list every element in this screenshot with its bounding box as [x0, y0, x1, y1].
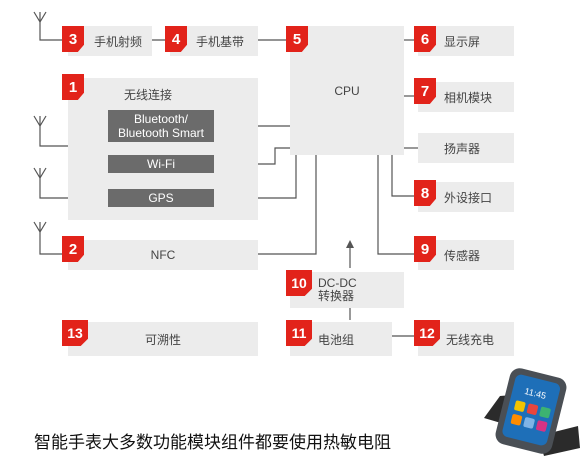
nfc-label: NFC [150, 248, 176, 262]
display-label: 显示屏 [444, 34, 481, 49]
wireless-charging-label: 无线充电 [446, 332, 495, 347]
display-badge: 6 [414, 26, 436, 52]
sensor-badge: 9 [414, 236, 436, 262]
cpu-badge: 5 [286, 26, 308, 52]
dcdc-badge: 10 [286, 270, 312, 296]
wifi-block: Wi-Fi [108, 155, 214, 173]
antenna-icons [33, 11, 47, 234]
camera-badge: 7 [414, 78, 436, 104]
gps-block: GPS [108, 189, 214, 207]
nfc-badge: 2 [62, 236, 84, 262]
dcdc-label: DC-DC 转换器 [318, 276, 357, 303]
traceability-badge: 13 [62, 320, 88, 346]
sensor-label: 传感器 [444, 248, 481, 263]
wireless-badge: 1 [62, 74, 84, 100]
speaker-block: 扬声器 [418, 133, 514, 163]
battery-label: 电池组 [318, 332, 355, 347]
smartwatch-image: 11:45 [484, 368, 580, 456]
bluetooth-block: Bluetooth/ Bluetooth Smart [108, 110, 214, 142]
wireless-label: 无线连接 [124, 88, 173, 102]
speaker-label: 扬声器 [444, 141, 481, 156]
traceability-label: 可溯性 [144, 332, 181, 347]
baseband-label: 手机基带 [196, 34, 245, 49]
baseband-badge: 4 [165, 26, 187, 52]
nfc-block: NFC [68, 240, 258, 270]
rf-badge: 3 [62, 26, 84, 52]
rf-label: 手机射频 [94, 34, 143, 49]
caption: 智能手表大多数功能模块组件都要使用热敏电阻 [34, 433, 391, 453]
cpu-label: CPU [334, 83, 360, 98]
wireless-charging-badge: 12 [414, 320, 440, 346]
cpu-block: CPU [290, 26, 404, 155]
camera-label: 相机模块 [444, 90, 493, 105]
peripheral-label: 外设接口 [444, 190, 493, 205]
peripheral-badge: 8 [414, 180, 436, 206]
traceability-block: 可溯性 [68, 322, 258, 356]
battery-badge: 11 [286, 320, 312, 346]
